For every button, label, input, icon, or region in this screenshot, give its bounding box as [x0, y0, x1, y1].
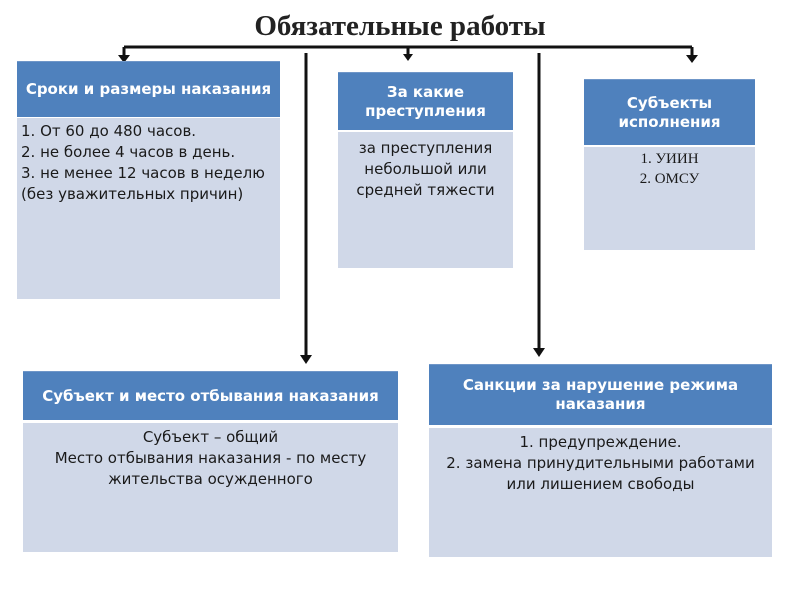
arrowhead-sanctions [533, 348, 545, 357]
arrowhead-terms [118, 55, 130, 63]
subjects-header: Субъекты исполнения [584, 79, 755, 145]
crimes-box: За какие преступления за преступления не… [338, 72, 513, 268]
place-line-1: Субъект – общий [142, 428, 279, 446]
terms-line-2: 2. не более 4 часов в день. [21, 143, 236, 161]
place-line-2: Место отбывания наказания - по месту жит… [54, 449, 367, 488]
subjects-box: Субъекты исполнения 1. УИИН 2. ОМСУ [584, 79, 755, 250]
place-header: Субъект и место отбывания наказания [23, 371, 398, 420]
terms-body: 1. От 60 до 480 часов. 2. не более 4 час… [17, 118, 280, 299]
subjects-line-2: 2. ОМСУ [639, 171, 700, 187]
place-box: Субъект и место отбывания наказания Субъ… [23, 371, 398, 552]
subjects-body: 1. УИИН 2. ОМСУ [584, 147, 755, 250]
sanctions-body: 1. предупреждение. 2. замена принудитель… [429, 428, 772, 557]
sanctions-header: Санкции за нарушение режима наказания [429, 364, 772, 425]
crimes-body: за преступления небольшой или средней тя… [338, 132, 513, 268]
place-body: Субъект – общий Место отбывания наказани… [23, 423, 398, 552]
arrowhead-subjects [686, 55, 698, 63]
arrowhead-place [300, 355, 312, 364]
subjects-line-1: 1. УИИН [640, 151, 699, 167]
crimes-header: За какие преступления [338, 72, 513, 130]
terms-box: Сроки и размеры наказания 1. От 60 до 48… [17, 61, 280, 299]
arrowhead-crimes [403, 54, 413, 61]
crimes-line-1: за преступления небольшой или средней тя… [356, 139, 495, 199]
terms-line-1: 1. От 60 до 480 часов. [21, 122, 197, 140]
page-title: Обязательные работы [254, 10, 546, 42]
sanctions-line-2: 2. замена принудительными работами или л… [446, 454, 755, 493]
sanctions-box: Санкции за нарушение режима наказания 1.… [429, 364, 772, 557]
sanctions-line-1: 1. предупреждение. [519, 433, 682, 451]
terms-line-3: 3. не менее 12 часов в неделю (без уважи… [21, 164, 265, 203]
terms-header: Сроки и размеры наказания [17, 61, 280, 117]
